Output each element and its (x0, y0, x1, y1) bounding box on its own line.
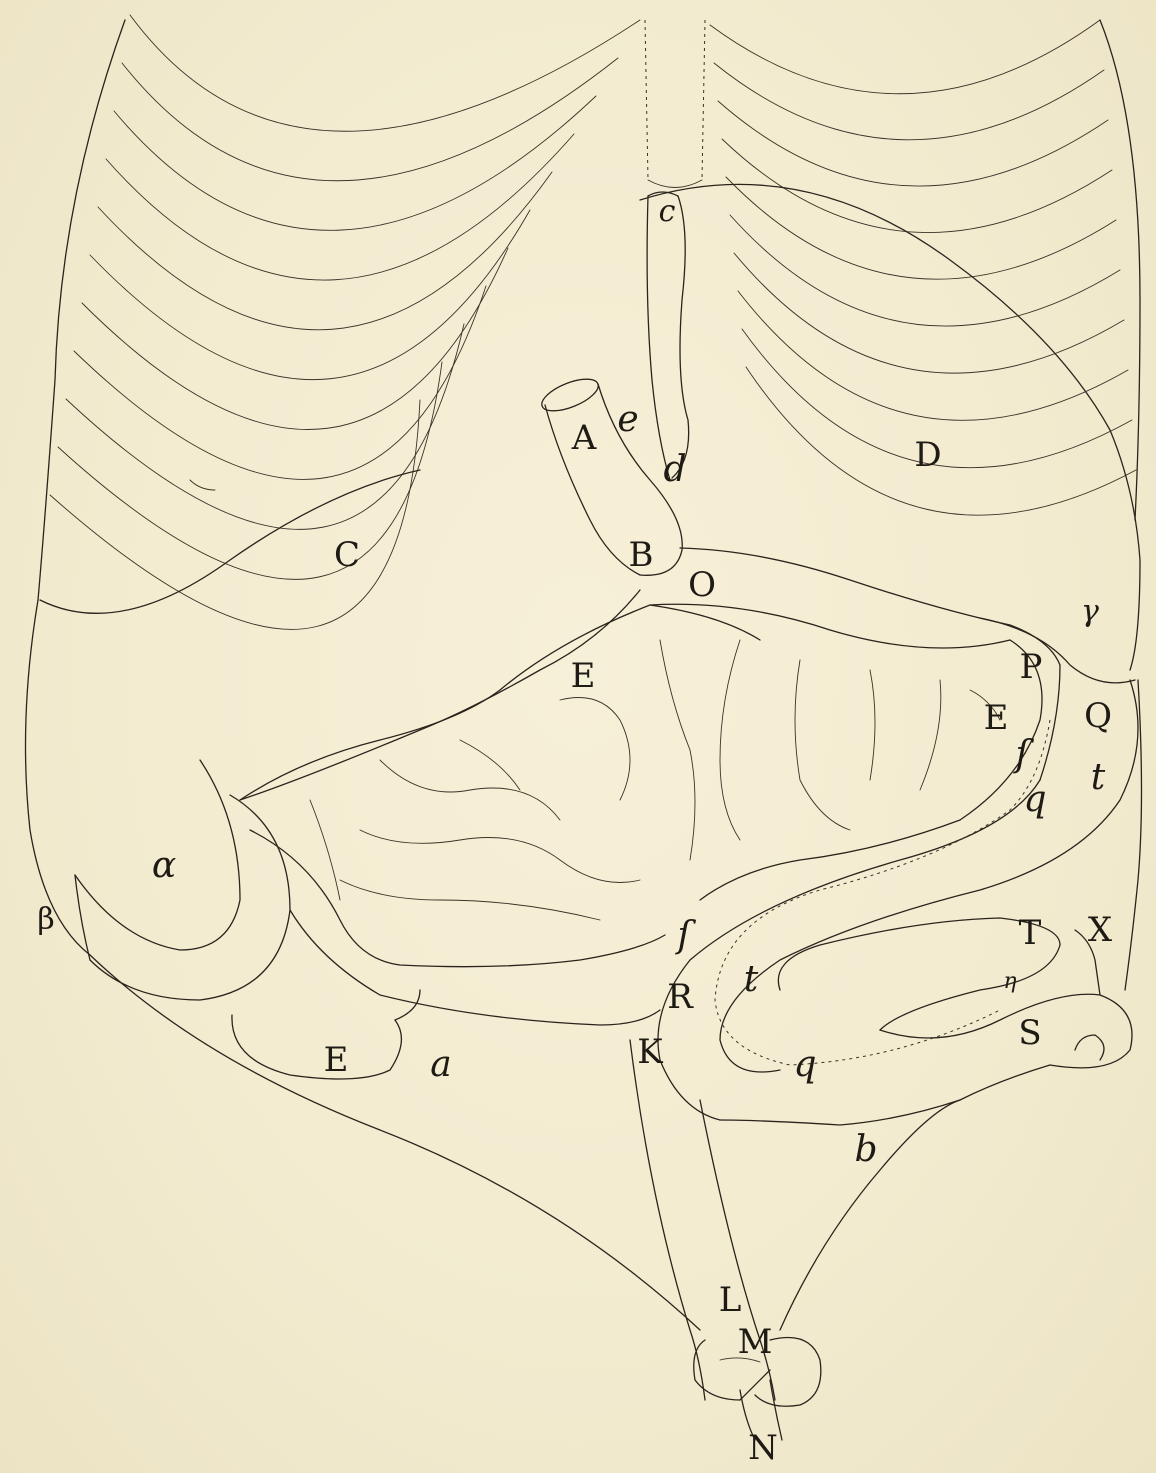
left-rib-line (66, 324, 464, 529)
right-rib-line (730, 215, 1120, 326)
label-N: N (748, 1431, 778, 1465)
label-L: L (719, 1283, 742, 1317)
label-X: X (1088, 913, 1112, 947)
label-q-upper: q (1023, 782, 1046, 818)
label-beta: β (37, 905, 54, 935)
left-rib-line (82, 248, 508, 429)
right-rib-line (718, 101, 1108, 186)
right-rib-line (710, 20, 1100, 94)
label-e: e (617, 402, 638, 438)
label-D: D (914, 438, 941, 472)
label-c-top: c (659, 197, 676, 227)
label-E-bottom: E (324, 1043, 349, 1077)
label-s-lower: ſ (677, 918, 690, 954)
label-s-upper: ſ (1015, 737, 1028, 773)
right-rib-line (714, 63, 1104, 140)
esophagus (647, 192, 689, 480)
right-rib-line (734, 253, 1124, 373)
duodenum-tube-A-B (538, 373, 683, 576)
left-rib-line (114, 96, 596, 230)
sigmoid-colon (658, 680, 1138, 1125)
left-rib-line (98, 172, 552, 330)
label-t-upper: t (1091, 760, 1105, 796)
label-R: R (667, 980, 693, 1014)
label-K: K (637, 1035, 662, 1069)
label-eta: η (1003, 971, 1016, 993)
label-t-lower: t (744, 962, 758, 998)
sternum (645, 20, 705, 188)
body-outline (26, 20, 1142, 990)
label-M: M (738, 1325, 773, 1359)
label-gamma: γ (1081, 597, 1099, 627)
label-d: d (663, 452, 686, 488)
label-a: a (430, 1047, 451, 1083)
intestinal-mass (240, 605, 1000, 920)
label-E-upper: E (571, 659, 596, 693)
right-rib-line (738, 291, 1128, 420)
label-Q: Q (1084, 699, 1112, 733)
label-B: B (629, 538, 654, 572)
label-b: b (854, 1132, 877, 1168)
label-A: A (572, 421, 597, 455)
ascending-colon-hook (75, 760, 665, 1025)
abdominal-boundary (90, 480, 960, 1330)
label-C: C (334, 538, 360, 572)
label-alpha: α (152, 848, 176, 884)
left-rib-line (90, 210, 530, 380)
label-T: T (1019, 916, 1042, 950)
label-O: O (688, 568, 716, 602)
label-P: P (1020, 650, 1043, 684)
label-q-lower: q (793, 1047, 816, 1083)
liver-border (40, 470, 640, 800)
left-rib-line (130, 15, 640, 131)
label-E-right: E (984, 701, 1009, 735)
stomach-outline (640, 184, 1140, 682)
label-S: S (1018, 1016, 1041, 1050)
right-rib-line (726, 177, 1116, 279)
